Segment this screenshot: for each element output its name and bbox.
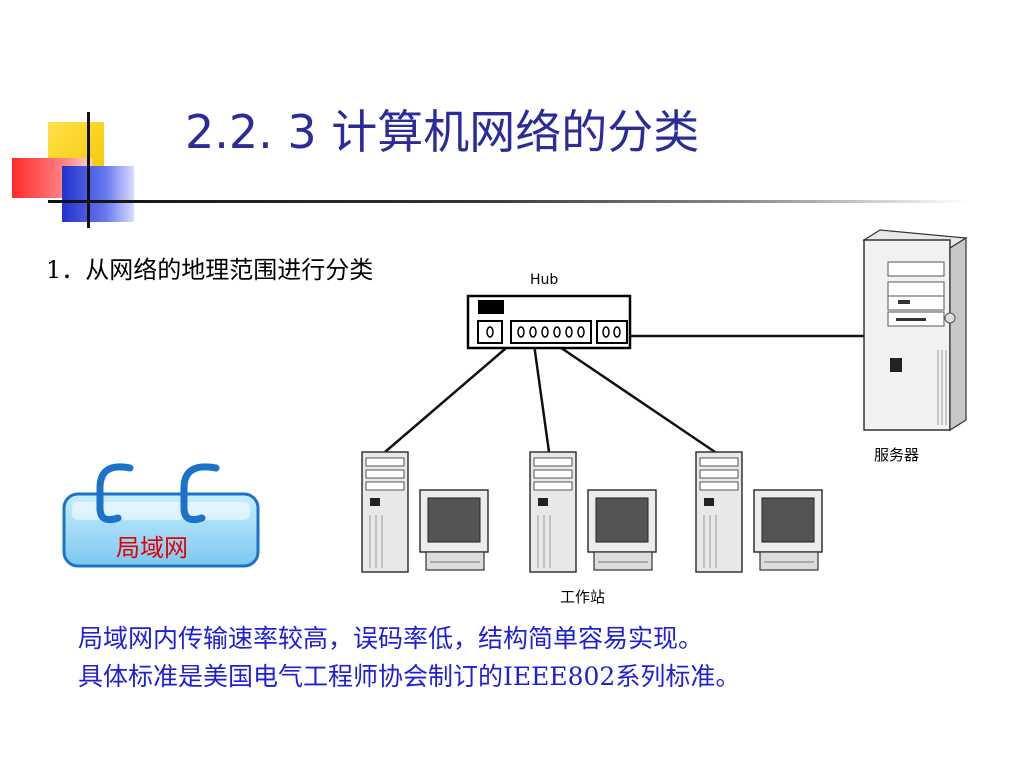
decor-vertical-line bbox=[87, 112, 90, 228]
hub-device bbox=[466, 294, 632, 350]
body-line-1: 局域网内传输速率较高，误码率低，结构简单容易实现。 bbox=[78, 624, 704, 653]
slide-title: 2.2. 3 计算机网络的分类 bbox=[185, 105, 700, 159]
slide-subtitle: 1．从网络的地理范围进行分类 bbox=[46, 256, 374, 284]
network-cables bbox=[384, 334, 866, 454]
workstation-3 bbox=[695, 451, 823, 573]
badge-hook-left bbox=[96, 463, 134, 524]
workstation-1 bbox=[361, 451, 489, 573]
badge-hook-right bbox=[180, 463, 220, 524]
server-label: 服务器 bbox=[874, 446, 920, 464]
hub-label: Hub bbox=[530, 272, 559, 288]
workstation-2 bbox=[529, 451, 657, 573]
lan-badge-label: 局域网 bbox=[116, 534, 188, 562]
server-tower bbox=[862, 229, 968, 432]
body-text: 局域网内传输速率较高，误码率低，结构简单容易实现。 具体标准是美国电气工程师协会… bbox=[78, 620, 740, 696]
workstation-label: 工作站 bbox=[560, 588, 606, 606]
lan-badge-graphic bbox=[62, 463, 260, 568]
title-underline bbox=[48, 200, 968, 203]
decor-blue-square bbox=[62, 166, 134, 222]
body-line-2: 具体标准是美国电气工程师协会制订的IEEE802系列标准。 bbox=[78, 662, 741, 691]
